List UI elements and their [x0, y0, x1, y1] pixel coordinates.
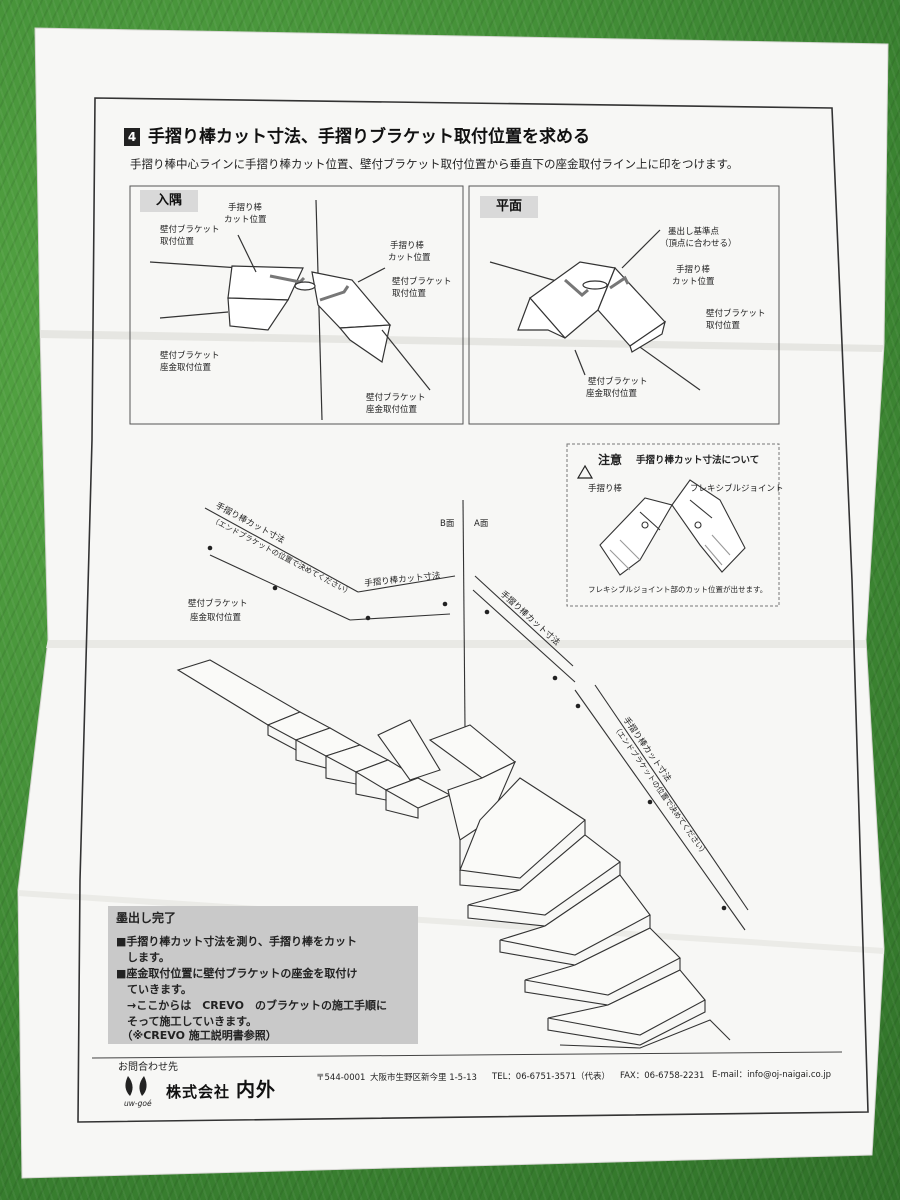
label-washer-position: 壁付ブラケット [588, 377, 648, 387]
company-name: 内外 [236, 1079, 277, 1101]
heimen-diagram [489, 229, 701, 391]
contact-label: お問合わせ先 [118, 1062, 178, 1073]
warning-icon [576, 464, 594, 479]
fold-line [46, 640, 866, 648]
label-washer-position: 壁付ブラケット [366, 393, 426, 403]
postal-code: 〒544-0001 [316, 1073, 366, 1083]
label-cut-position: カット位置 [388, 253, 431, 263]
label-washer-position: 座金取付位置 [190, 613, 242, 623]
section-number: 4 [124, 128, 140, 146]
notice-title: 注意 [598, 453, 623, 467]
label-bracket-position: 取付位置 [392, 289, 427, 299]
label-a-face: A面 [474, 519, 489, 529]
logo-subtext: uw-goé [124, 1099, 152, 1108]
label-cut-position: 手摺り棒 [676, 265, 711, 275]
notice-heading: 手摺り棒カット寸法について [636, 455, 760, 466]
notice-note: フレキシブルジョイント部のカット位置が出せます。 [588, 585, 768, 594]
fax: FAX：06-6758-2231 [620, 1071, 705, 1081]
completion-line: します。 [116, 951, 170, 964]
completion-line: →ここからは CREVO のブラケットの施工手順に [116, 999, 387, 1012]
completion-line: （※CREVO 施工説明書参照） [116, 1029, 277, 1042]
telephone: TEL：06-6751-3571（代表） [492, 1072, 611, 1082]
irisumi-diagram [149, 199, 431, 421]
company-logo [125, 1076, 147, 1096]
email: E-mail：info@oj-naigai.co.jp [712, 1070, 832, 1080]
completion-line: ■手摺り棒カット寸法を測り、手摺り棒をカット [116, 935, 357, 948]
label-reference-point: （頂点に合わせる） [660, 239, 737, 249]
page-border [77, 97, 869, 1123]
label-washer-position: 座金取付位置 [366, 405, 418, 415]
label-bracket-position: 壁付ブラケット [706, 309, 766, 319]
notice-box [566, 443, 780, 607]
tag-heimen: 平面 [480, 196, 538, 218]
fold-line [40, 330, 884, 352]
label-washer-position: 座金取付位置 [160, 363, 212, 373]
stair-dimension-lines [204, 499, 749, 931]
label-reference-point: 墨出し基準点 [668, 227, 720, 237]
company-prefix: 株式会社 [166, 1083, 231, 1101]
section-title: 手摺り棒カット寸法、手摺りブラケット取付位置を求める [148, 127, 590, 147]
label-cut-position: カット位置 [672, 277, 715, 287]
label-cut-position: 手摺り棒 [228, 203, 263, 213]
label-bracket-position: 取付位置 [706, 321, 741, 331]
label-washer-position: 壁付ブラケット [160, 351, 220, 361]
label-bracket-position: 壁付ブラケット [160, 225, 220, 235]
completion-title: 墨出し完了 [116, 911, 177, 925]
staircase-drawing [176, 659, 731, 1049]
label-b-face: B面 [440, 519, 455, 529]
address: 大阪市生野区新今里 1-5-13 [370, 1073, 477, 1083]
label-cut-position: カット位置 [224, 215, 267, 225]
label-bracket-position: 壁付ブラケット [392, 277, 452, 287]
marker-dots [207, 545, 727, 911]
label-washer-position: 壁付ブラケット [188, 599, 248, 609]
notice-diagram [599, 479, 746, 576]
label-cut-position: 手摺り棒 [390, 241, 425, 251]
panel-irisumi-frame [129, 185, 464, 425]
completion-line: そって施工していきます。 [116, 1015, 258, 1028]
completion-line: ■座金取付位置に壁付ブラケットの座金を取付け [116, 967, 358, 980]
notice-joint-label: フレキシブルジョイント [690, 484, 784, 494]
section-subtitle: 手摺り棒中心ラインに手摺り棒カット位置、壁付ブラケット取付位置から垂直下の座金取… [130, 157, 739, 171]
label-bracket-position: 取付位置 [160, 237, 195, 247]
footer-separator [91, 1051, 843, 1059]
completion-box [108, 906, 418, 1044]
label-washer-position: 座金取付位置 [586, 389, 638, 399]
panel-heimen-frame [468, 185, 780, 425]
tag-irisumi: 入隅 [140, 190, 198, 212]
completion-line: ていきます。 [116, 983, 192, 996]
notice-rail-label: 手摺り棒 [588, 484, 623, 494]
